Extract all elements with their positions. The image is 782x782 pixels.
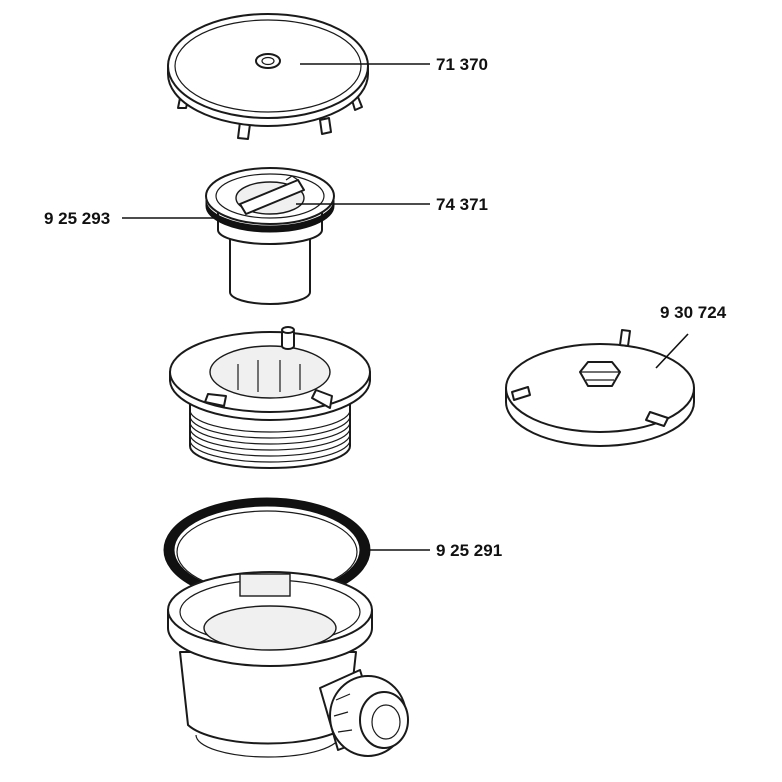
threaded-body: [169, 326, 371, 469]
label-74371: 74 371: [436, 195, 488, 214]
cover-plate: [167, 13, 369, 140]
trap-body: [167, 571, 409, 758]
base-plate: [505, 329, 695, 447]
label-925291: 9 25 291: [436, 541, 502, 560]
cap-insert: [205, 167, 335, 305]
leader-lines: [122, 63, 689, 551]
label-71370: 71 370: [436, 55, 488, 74]
label-930724: 9 30 724: [660, 303, 727, 322]
label-925293: 9 25 293: [44, 209, 110, 228]
